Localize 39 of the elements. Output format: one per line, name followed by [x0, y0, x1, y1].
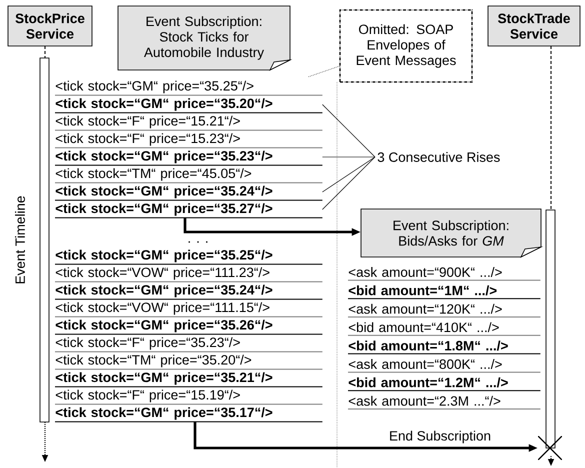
message-row: <tick stock=“GM“ price=“35.24“/> [54, 186, 323, 201]
message-row: <tick stock=“GM“ price=“35.23“/> [54, 150, 323, 166]
service-box: StockTrade Service [488, 6, 580, 46]
message-row: <tick stock=“VOW“ price=“111.15“/> [54, 302, 323, 318]
message-row: <tick stock=“F“ price=“15.19“/> [54, 390, 323, 405]
message-row: <bid amount=“1.8M“ .../> [348, 340, 541, 354]
edge-label: End Subscription [388, 430, 492, 444]
message-row: <ask amount=“2.3M ...“/> [348, 396, 541, 410]
termination-cross [538, 436, 562, 460]
message-row: <bid amount=“410K“ .../> [348, 322, 541, 336]
message-row: <tick stock=“F“ price=“15.21“/> [54, 116, 323, 131]
message-row: <bid amount=“1.2M“ .../> [348, 377, 541, 392]
message-row: <tick stock=“TM“ price=“35.20“/> [54, 354, 323, 370]
note-box: Omitted: SOAP Envelopes of Event Messages [339, 9, 473, 83]
leader-line [322, 156, 376, 192]
message-row: <tick stock=“GM“ price=“35.24“/> [54, 284, 323, 300]
service-box: StockPrice Service [8, 6, 92, 46]
message-row: <tick stock=“GM“ price=“35.27“/> [54, 203, 323, 218]
message-row: <tick stock=“F“ price=“15.23“/> [54, 133, 323, 148]
message-row: <tick stock=“GM“ price=“35.26“/> [54, 320, 323, 335]
leader-line [322, 156, 376, 210]
message-row: <tick stock=“VOW“ price=“111.23“/> [54, 267, 323, 282]
message-row: <tick stock=“F“ price=“35.23“/> [54, 337, 323, 352]
message-row: <ask amount=“120K“ .../> [348, 304, 541, 318]
message-row: <tick stock=“TM“ price=“45.05“/> [54, 168, 323, 184]
message-row: <tick stock=“GM“ price=“35.20“/> [54, 98, 323, 114]
leader-line [322, 156, 376, 158]
leader-line [322, 104, 376, 158]
message-row: <tick stock=“GM“ price=“35.21“/> [54, 372, 323, 388]
message-row: <ask amount=“900K“ .../> [348, 267, 541, 281]
message-row: <tick stock=“GM“ price=“35.25“/> [54, 80, 323, 96]
leader-line [308, 66, 340, 78]
axis-label: Event Timeline [15, 196, 25, 284]
message-row: <tick stock=“GM“ price=“35.17“/> [54, 407, 323, 422]
message-row: <bid amount=“1M“ .../> [348, 285, 541, 300]
message-row: <ask amount=“800K“ .../> [348, 359, 541, 373]
annotation-text: 3 Consecutive Rises [378, 152, 500, 162]
ellipsis-text: . . . [188, 241, 208, 243]
message-row: <tick stock=“GM“ price=“35.25“/> [54, 250, 323, 265]
